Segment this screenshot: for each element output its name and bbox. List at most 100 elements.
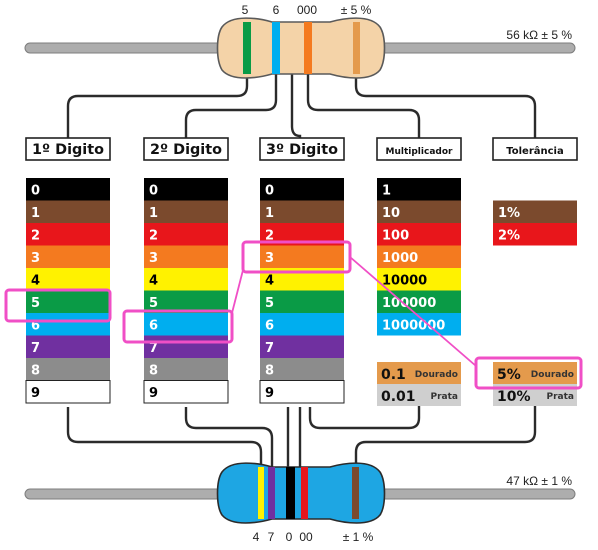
bottom-resistor-bands xyxy=(258,467,359,519)
tolerance-gold-value: 5% xyxy=(497,367,521,383)
tolerance-header-box xyxy=(492,137,578,161)
digit1-cell-blue xyxy=(26,313,110,336)
multiplier-gold-value: 0.1 xyxy=(381,367,406,383)
digit1-header-box xyxy=(25,137,111,161)
top-resistor-value: 56 kΩ ± 5 % xyxy=(506,28,572,42)
digit3-cell-text: 7 xyxy=(265,341,274,356)
tolerance-cell-red xyxy=(493,223,577,246)
multiplier-cell-text: 1000000 xyxy=(382,319,445,334)
bottom-band-yellow xyxy=(258,467,264,519)
top-band-gold xyxy=(353,22,360,74)
bottom-label: 0 xyxy=(286,530,293,544)
digit1-cell-text: 5 xyxy=(31,296,40,311)
connector-line xyxy=(308,406,421,430)
connector-line xyxy=(66,74,249,138)
bottom-label: 00 xyxy=(299,530,313,544)
digit2-cell-text: 7 xyxy=(149,341,158,356)
digit2-cell-black xyxy=(144,178,228,201)
multiplier-cell-black xyxy=(377,178,461,201)
digit1-cell-orange xyxy=(26,245,110,268)
bottom-label: 7 xyxy=(268,530,275,544)
tolerance-cell-brown xyxy=(493,200,577,223)
digit2-cell-text: 8 xyxy=(149,364,158,379)
digit2-header-box xyxy=(143,137,229,161)
connector-line xyxy=(184,407,274,467)
bottom-lead-right xyxy=(374,488,576,500)
highlight-digit1-5 xyxy=(4,288,112,323)
top-lead-left xyxy=(24,42,226,54)
digit2-header: 2º Digito xyxy=(150,142,222,158)
digit2-cell-red xyxy=(144,223,228,246)
digit1-cell-gray xyxy=(26,358,110,381)
digit3-cell-text: 3 xyxy=(265,251,274,266)
digit1-cell-text: 8 xyxy=(31,364,40,379)
bottom-band-red xyxy=(301,467,308,519)
connector-line xyxy=(290,74,302,138)
highlight-tolerance-5 xyxy=(474,356,583,390)
highlight-connector xyxy=(349,256,477,367)
digit3-cell-text: 2 xyxy=(265,229,274,244)
digit3-cell-yellow xyxy=(260,268,344,291)
digit1-cell-brown xyxy=(26,200,110,223)
bottom-label: ± 1 % xyxy=(343,530,374,544)
digit1-cell-text: 3 xyxy=(31,251,40,266)
tolerance-header: Tolerância xyxy=(506,145,563,157)
bottom-lead-left xyxy=(24,488,226,500)
top-label: 5 xyxy=(242,3,249,17)
highlight-connector xyxy=(231,269,244,314)
digit3-cell-white xyxy=(259,380,345,404)
bottom-band-violet xyxy=(268,467,275,519)
multiplier-cell-blue xyxy=(377,313,461,336)
digit1-cell-white xyxy=(25,380,111,404)
digit1-cell-text: 0 xyxy=(31,184,40,199)
top-band-blue xyxy=(272,22,280,74)
digit3-cell-text: 1 xyxy=(265,206,274,221)
digit3-cell-text: 8 xyxy=(265,364,274,379)
digit2-cell-gray xyxy=(144,358,228,381)
bottom-label: 4 xyxy=(253,530,260,544)
digit1-cell-text: 6 xyxy=(31,319,40,334)
digit2-cell-white xyxy=(143,380,229,404)
digit1-cell-violet xyxy=(26,335,110,358)
digit3-cell-orange xyxy=(260,245,344,268)
digit2-cell-brown xyxy=(144,200,228,223)
multiplier-cell-text: 10 xyxy=(382,206,400,221)
connector-lines xyxy=(66,74,537,467)
top-band-green xyxy=(243,22,251,74)
tolerance-silver-value: 10% xyxy=(497,389,531,405)
digit3-cell-green xyxy=(260,290,344,313)
bottom-resistor-value: 47 kΩ ± 1 % xyxy=(506,474,572,488)
digit3-cell-text: 4 xyxy=(265,274,274,289)
digit1-cell-red xyxy=(26,223,110,246)
multiplier-cell-brown xyxy=(377,200,461,223)
digit2-cell-text: 6 xyxy=(149,319,158,334)
multiplier-cell-red xyxy=(377,223,461,246)
digit3-cell-text: 5 xyxy=(265,296,274,311)
top-label: ± 5 % xyxy=(341,3,372,17)
digit2-cell-text: 3 xyxy=(149,251,158,266)
multiplier-cell-text: 100000 xyxy=(382,296,436,311)
digit3-cell-gray xyxy=(260,358,344,381)
digit2-cell-text: 1 xyxy=(149,206,158,221)
tolerance-gold-label: Dourado xyxy=(531,370,574,380)
digit2-cell-green xyxy=(144,290,228,313)
digit2-cell-yellow xyxy=(144,268,228,291)
digit2-cell-text: 2 xyxy=(149,229,158,244)
digit3-cell-violet xyxy=(260,335,344,358)
top-resistor-bands xyxy=(243,22,360,74)
highlight-annotations xyxy=(4,240,583,390)
multiplier-cell-text: 10000 xyxy=(382,274,427,289)
digit1-cell-black xyxy=(26,178,110,201)
multiplier-cell-text: 1 xyxy=(382,184,391,199)
digit1-cell-yellow xyxy=(26,268,110,291)
multiplier-cell-green xyxy=(377,290,461,313)
digit1-cell-green xyxy=(26,290,110,313)
top-label: 000 xyxy=(297,3,317,17)
top-band-orange xyxy=(304,22,312,74)
